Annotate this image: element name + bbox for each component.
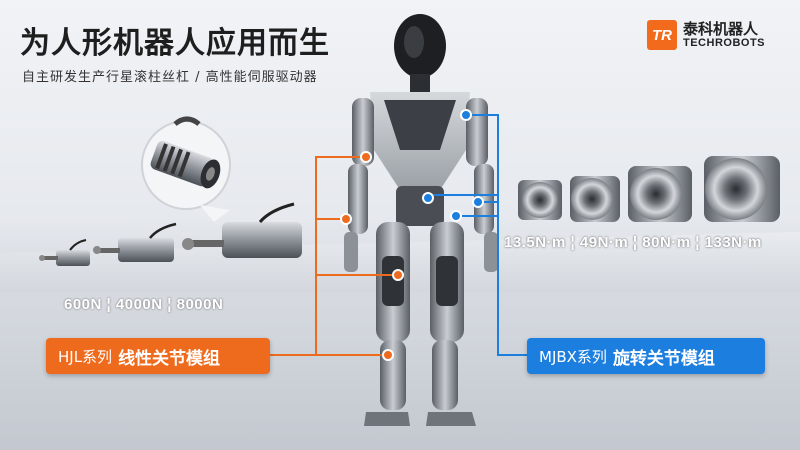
mjbx-connector-lines (428, 114, 527, 356)
hjl-series-name: 线性关节模组 (118, 348, 221, 369)
linear-actuator-600n (39, 239, 90, 266)
linear-force-ratings: 600N ¦ 4000N ¦ 8000N (64, 296, 224, 313)
rotary-module-80nm (628, 166, 692, 222)
brand-name-en: TECHROBOTS (683, 37, 765, 50)
linear-actuator-8000n (182, 202, 302, 258)
mjbx-series-name: 旋转关节模组 (612, 348, 715, 369)
rotary-module-133nm (704, 156, 780, 222)
headline-title: 为人形机器人应用而生 (20, 26, 330, 61)
rotary-torque-ratings: 13.5N·m ¦ 49N·m ¦ 80N·m ¦ 133N·m (504, 234, 762, 251)
brand-lockup: TR 泰科机器人 TECHROBOTS (647, 20, 765, 50)
hjl-connector-lines (246, 156, 398, 356)
rotary-module-49nm (570, 176, 620, 222)
brand-text: 泰科机器人 TECHROBOTS (683, 21, 765, 50)
hjl-joint-markers (340, 151, 404, 361)
brand-logo: TR (647, 20, 677, 50)
linear-actuator-4000n (93, 222, 177, 262)
brand-name-cn: 泰科机器人 (683, 19, 759, 38)
rotary-module-13-5nm (518, 180, 562, 220)
mjbx-joint-markers (422, 109, 484, 222)
hjl-series-badge: HJL系列 线性关节模组 (46, 338, 270, 374)
humanoid-robot (344, 14, 498, 426)
mjbx-series-code: MJBX系列 (539, 347, 607, 366)
hjl-series-code: HJL系列 (58, 347, 113, 366)
headline-subtitle: 自主研发生产行星滚柱丝杠 / 高性能伺服驱动器 (22, 70, 318, 85)
mjbx-series-badge: MJBX系列 旋转关节模组 (527, 338, 765, 374)
roller-screw-detail (141, 116, 231, 222)
